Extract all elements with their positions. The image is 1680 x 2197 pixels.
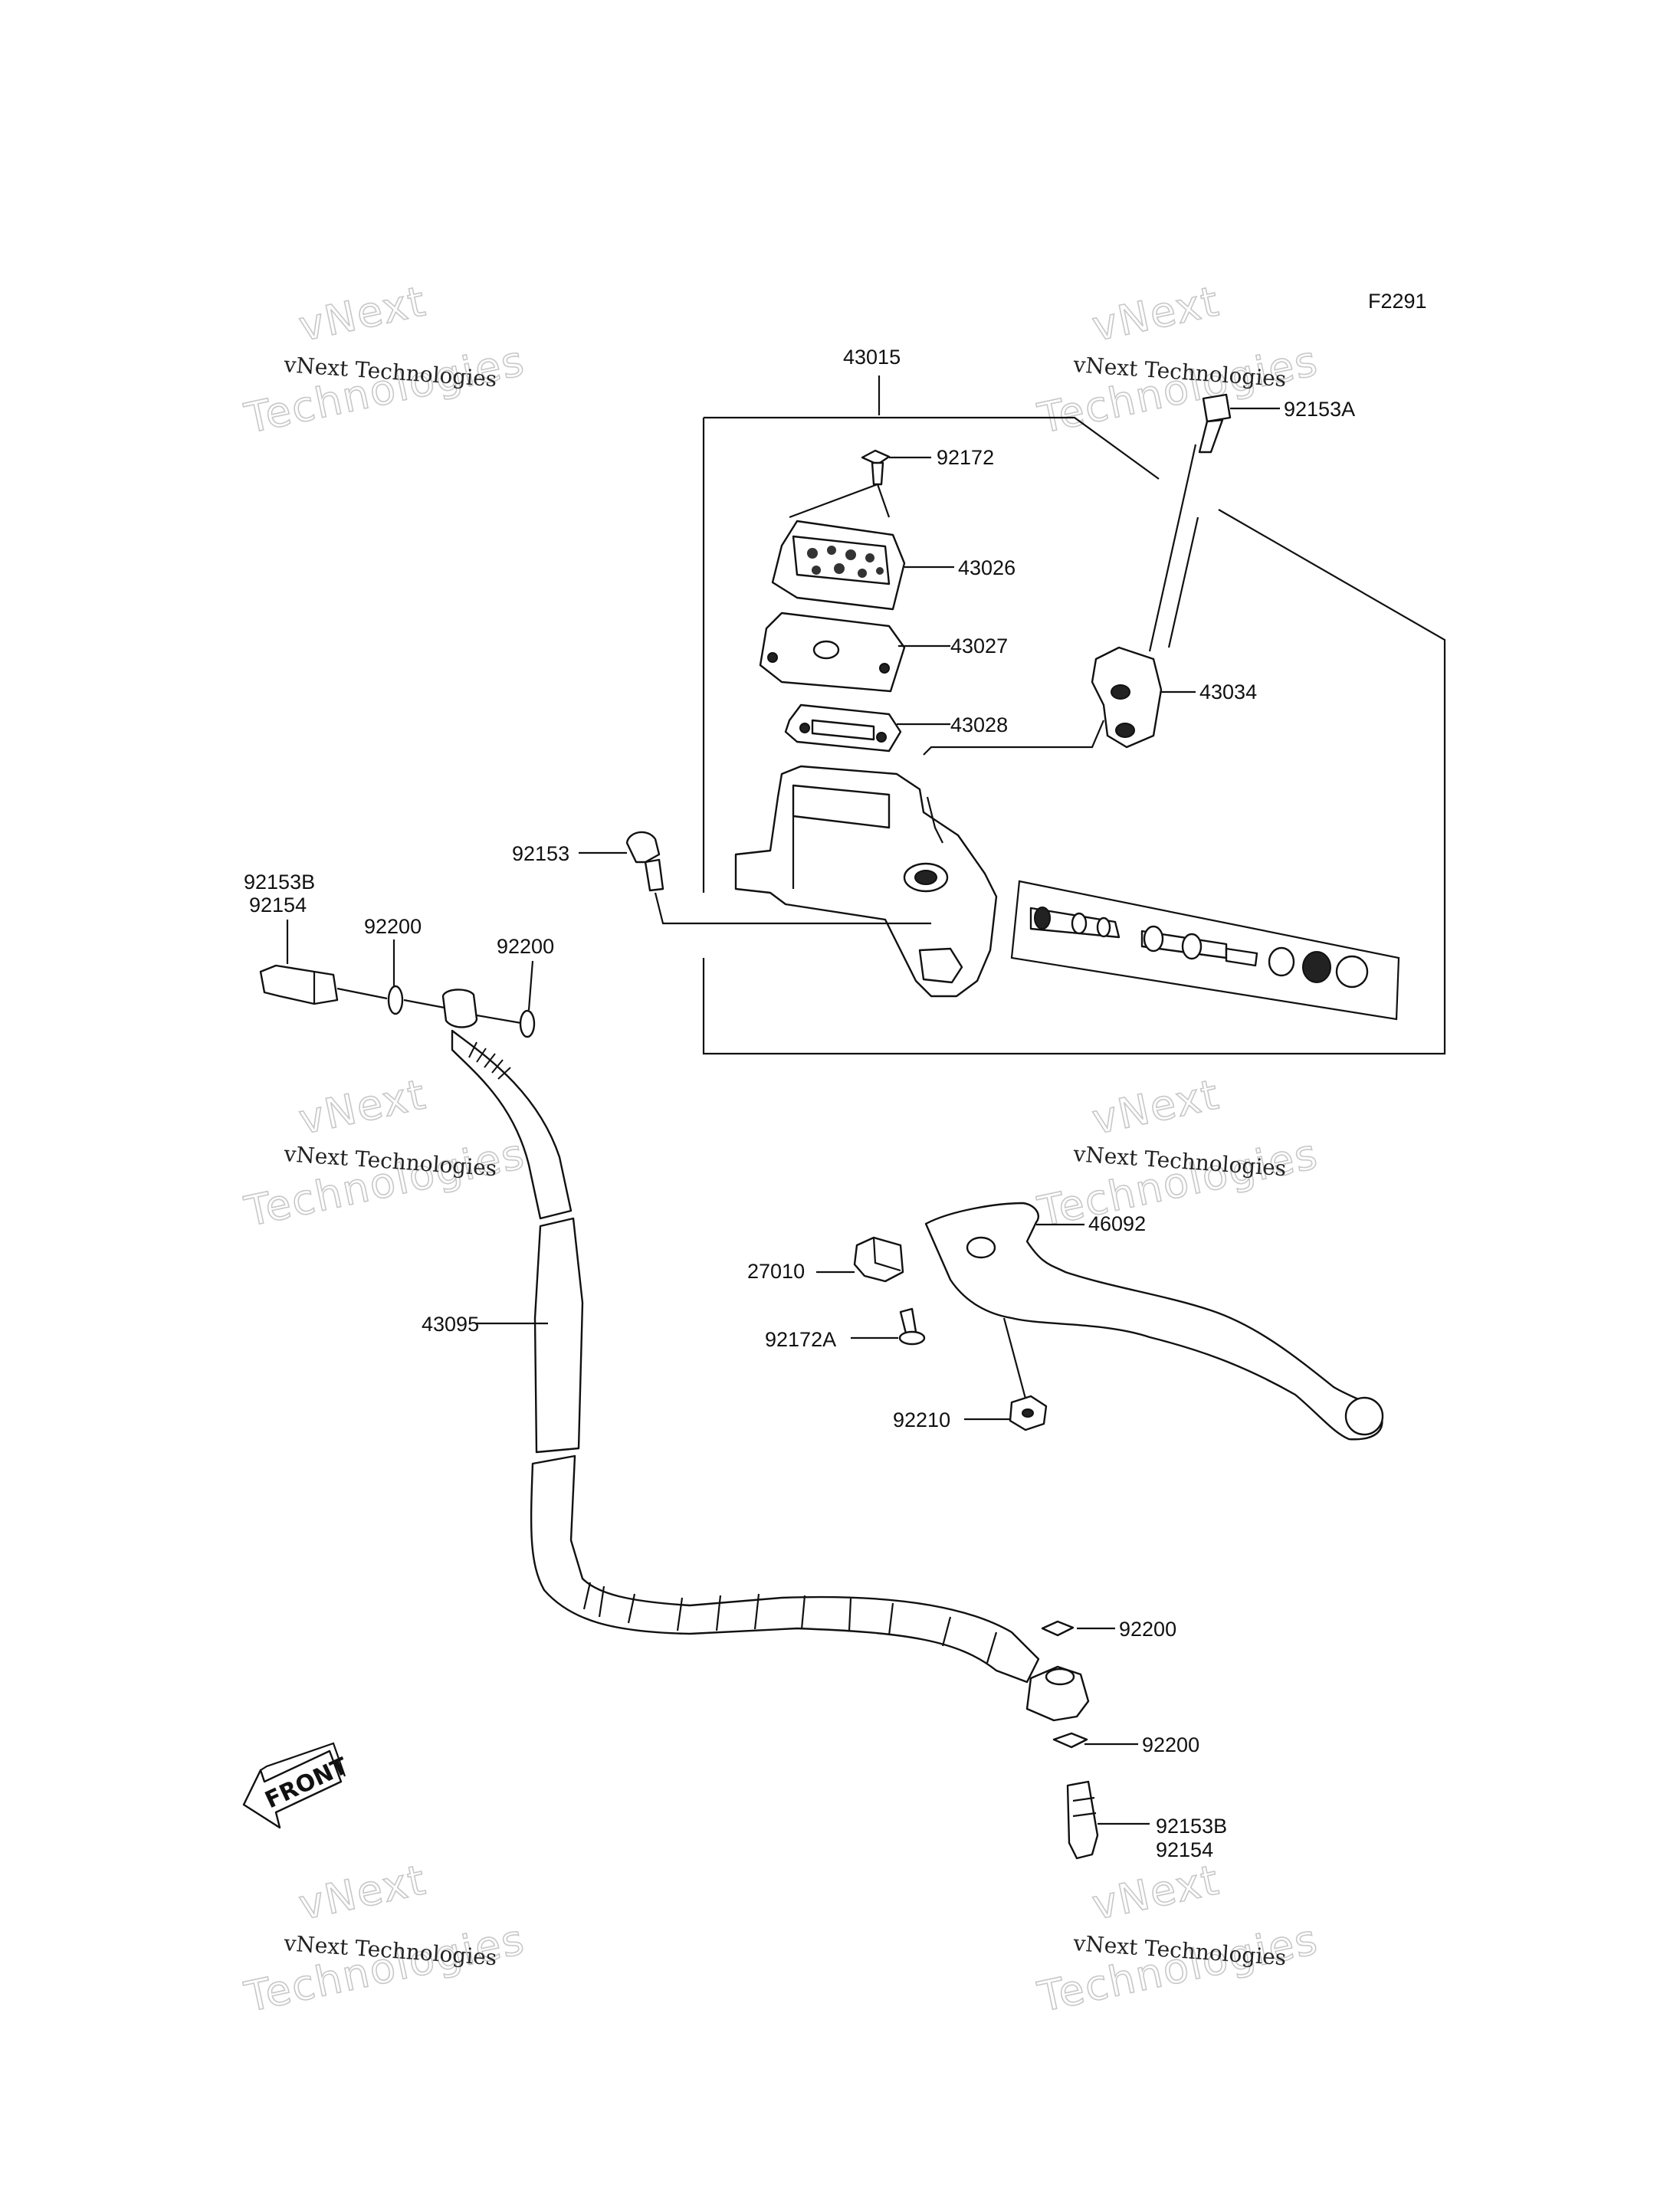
svg-text:vNext: vNext (1088, 1070, 1224, 1144)
svg-text:Technologies: Technologies (241, 1130, 530, 1236)
holder-part: 43034 92153A (923, 393, 1355, 756)
watermark-top-left: vNext Technologies vNext Technologies (240, 276, 530, 443)
piston-kit (1010, 880, 1400, 1021)
label-27010: 27010 (747, 1260, 805, 1283)
cap-plate-part: 43027 (759, 612, 1008, 693)
svg-text:vNext: vNext (295, 277, 431, 351)
label-43034: 43034 (1199, 680, 1257, 703)
diaphragm-part: 43028 (784, 703, 1008, 753)
label-92154-top: 92154 (249, 894, 307, 917)
top-banjo-assembly: 92153B 92154 92200 92200 (244, 871, 554, 1038)
label-92172A: 92172A (765, 1328, 836, 1351)
master-cylinder-body (734, 765, 998, 998)
watermark-group: vNext Technologies vNext Technologies vN… (240, 276, 1323, 2022)
cap-screw-part: 92172 (789, 446, 994, 519)
label-92200-top-2: 92200 (497, 935, 554, 958)
lever-part: 46092 (924, 1202, 1384, 1441)
svg-text:vNext: vNext (1088, 277, 1224, 351)
switch-part: 27010 (747, 1236, 904, 1283)
watermark-bottom-left: vNext Technologies vNext Technologies (240, 1854, 530, 2022)
assembly-bracket: 43015 (702, 346, 1446, 1055)
label-92153B-bot: 92153B (1156, 1815, 1227, 1838)
label-43026: 43026 (958, 556, 1016, 579)
label-43015: 43015 (843, 346, 901, 369)
label-46092: 46092 (1088, 1212, 1146, 1235)
label-92200-top-1: 92200 (364, 915, 422, 938)
label-92153B-top: 92153B (244, 871, 315, 894)
label-92200-bot-2: 92200 (1142, 1733, 1199, 1756)
label-43095: 43095 (422, 1313, 479, 1336)
svg-text:vNext: vNext (295, 1070, 431, 1144)
watermark-top-right: vNext Technologies vNext Technologies (1033, 276, 1323, 443)
label-92154-bot: 92154 (1156, 1838, 1213, 1861)
label-92153: 92153 (512, 842, 569, 865)
bottom-banjo-assembly: 92200 92200 92153B 92154 (1025, 1618, 1227, 1861)
label-92172: 92172 (937, 446, 994, 469)
watermark-mid-left: vNext Technologies vNext Technologies (240, 1069, 530, 1236)
label-43027: 43027 (950, 635, 1008, 657)
diagram-code: F2291 (1368, 290, 1427, 313)
front-direction-marker: FRONT (242, 1742, 353, 1829)
label-92200-bot-1: 92200 (1119, 1618, 1176, 1641)
reservoir-cap-part: 43026 (771, 520, 1016, 611)
label-92210: 92210 (893, 1408, 950, 1431)
brake-hose: 43095 (422, 1029, 1040, 1684)
label-92153A: 92153A (1284, 398, 1355, 421)
switch-screw-part: 92172A (765, 1307, 926, 1351)
svg-text:vNext: vNext (295, 1855, 431, 1930)
label-43028: 43028 (950, 713, 1008, 736)
svg-text:vNext: vNext (1088, 1855, 1224, 1930)
mc-bolt-part: 92153 (512, 831, 931, 925)
nut-part: 92210 (893, 1395, 1048, 1431)
watermark-mid-right: vNext Technologies vNext Technologies (1033, 1069, 1323, 1236)
watermark-bottom-right: vNext Technologies vNext Technologies (1033, 1854, 1323, 2022)
